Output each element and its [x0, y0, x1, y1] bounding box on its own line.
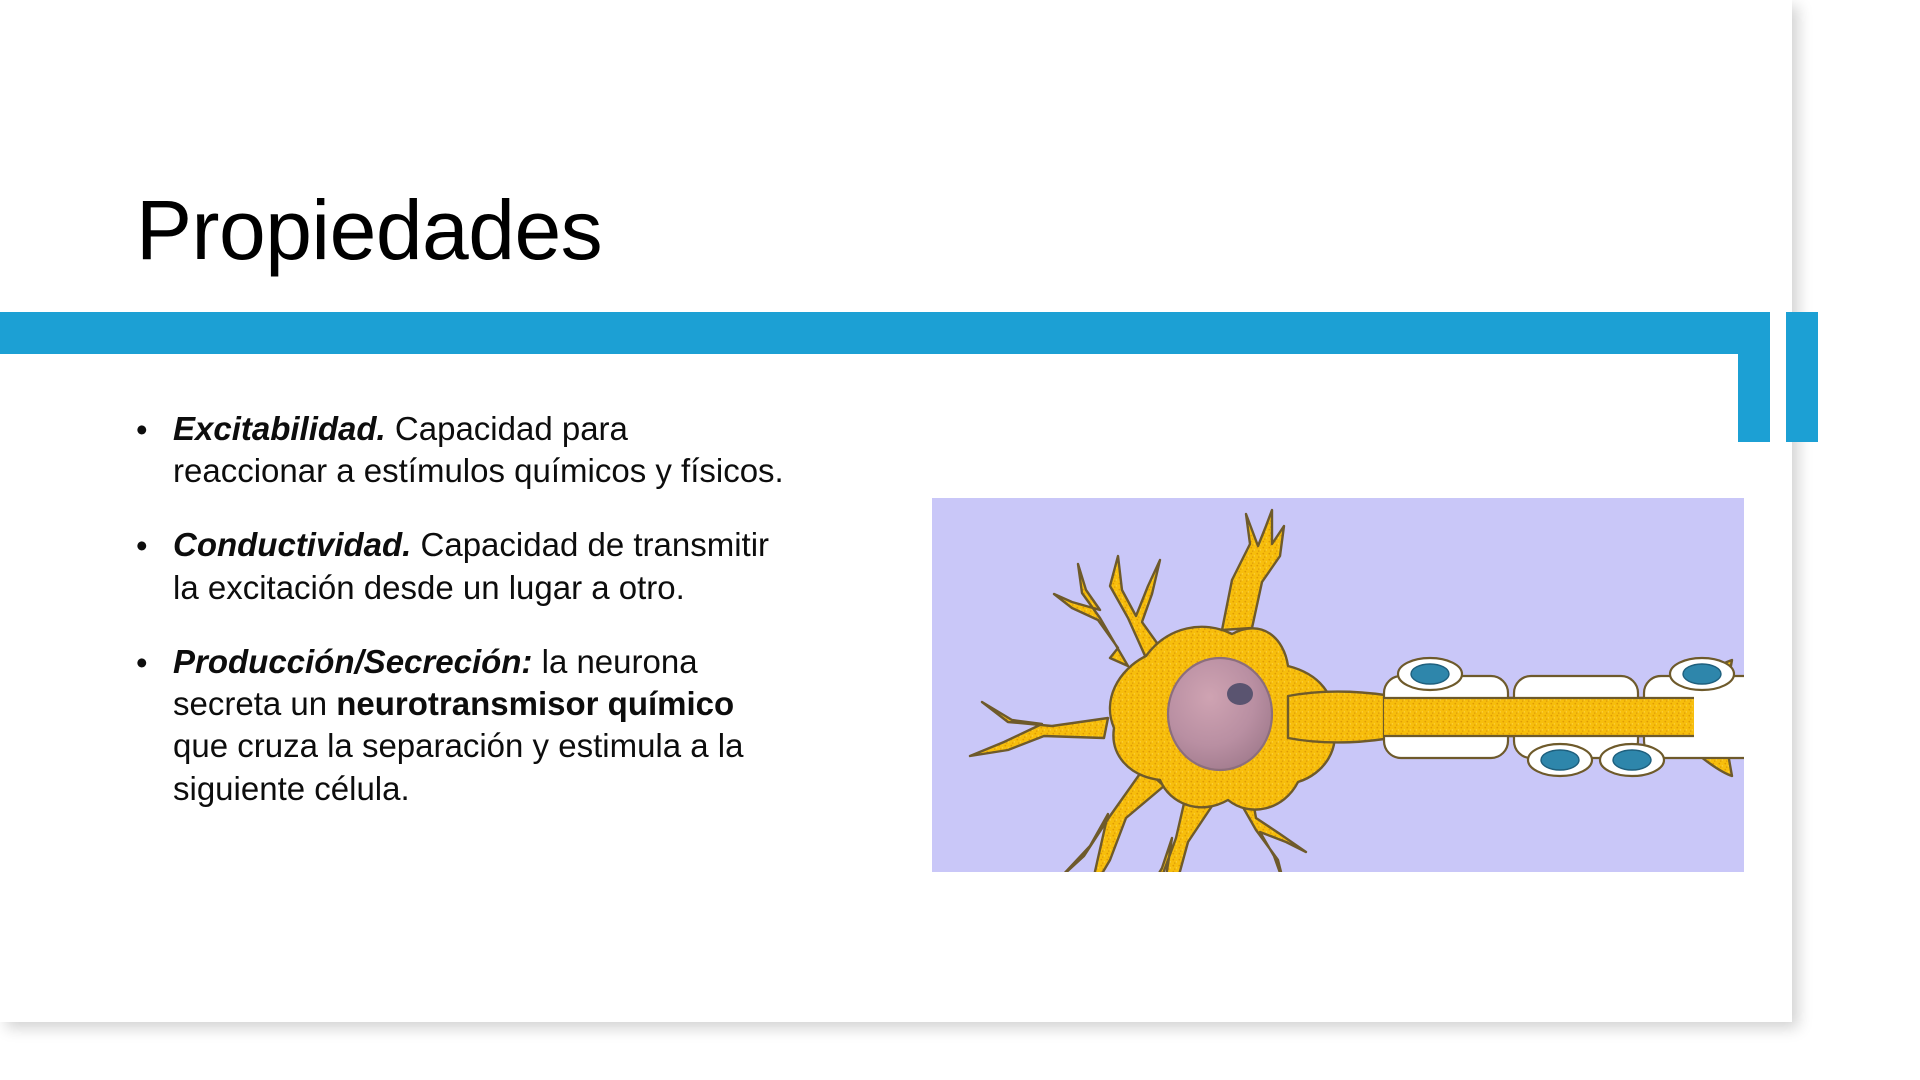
- myelin-sheath-group: [1382, 656, 1744, 778]
- bullet-list: • Excitabilidad. Capacidad para reaccion…: [128, 408, 788, 810]
- bullet-body: Capacidad para reaccionar a estímulos qu…: [173, 410, 784, 490]
- list-item: • Producción/Secreción: la neurona secre…: [128, 641, 788, 810]
- bullet-glyph: •: [136, 643, 148, 681]
- nucleolus: [1227, 683, 1253, 705]
- bullet-lead: Conductividad.: [173, 526, 412, 564]
- bullet-lead: Producción/Secreción:: [173, 642, 533, 680]
- schwann-nucleus: [1410, 663, 1450, 685]
- list-item: • Conductividad. Capacidad de transmitir…: [128, 524, 788, 608]
- bullet-body-tail: que cruza la separación y estimula a la …: [173, 727, 744, 807]
- bullet-glyph: •: [136, 527, 148, 565]
- slide-canvas: Propiedades • Excitabilidad. Capacidad p…: [0, 183, 1818, 872]
- page-title: Propiedades: [136, 183, 603, 278]
- accent-rule-horizontal: [0, 312, 1770, 354]
- accent-rule-corner: [1738, 312, 1770, 442]
- schwann-nucleus: [1612, 749, 1652, 771]
- neuron-diagram-image: [932, 498, 1744, 872]
- bullet-emphasis: neurotransmisor químico: [336, 685, 735, 723]
- accent-rule-tick: [1786, 312, 1818, 442]
- bullet-body: Capacidad de transmitir la excitación de…: [173, 526, 770, 606]
- neuron-illustration: [932, 498, 1744, 872]
- schwann-nucleus: [1682, 663, 1722, 685]
- axon-through-myelin: [1384, 698, 1694, 736]
- bullet-glyph: •: [136, 410, 148, 448]
- bullet-lead: Excitabilidad.: [173, 410, 386, 447]
- list-item: • Excitabilidad. Capacidad para reaccion…: [128, 408, 788, 492]
- nucleus: [1166, 656, 1274, 772]
- bullet-body: la neurona secreta un: [173, 642, 698, 723]
- schwann-nucleus: [1540, 749, 1580, 771]
